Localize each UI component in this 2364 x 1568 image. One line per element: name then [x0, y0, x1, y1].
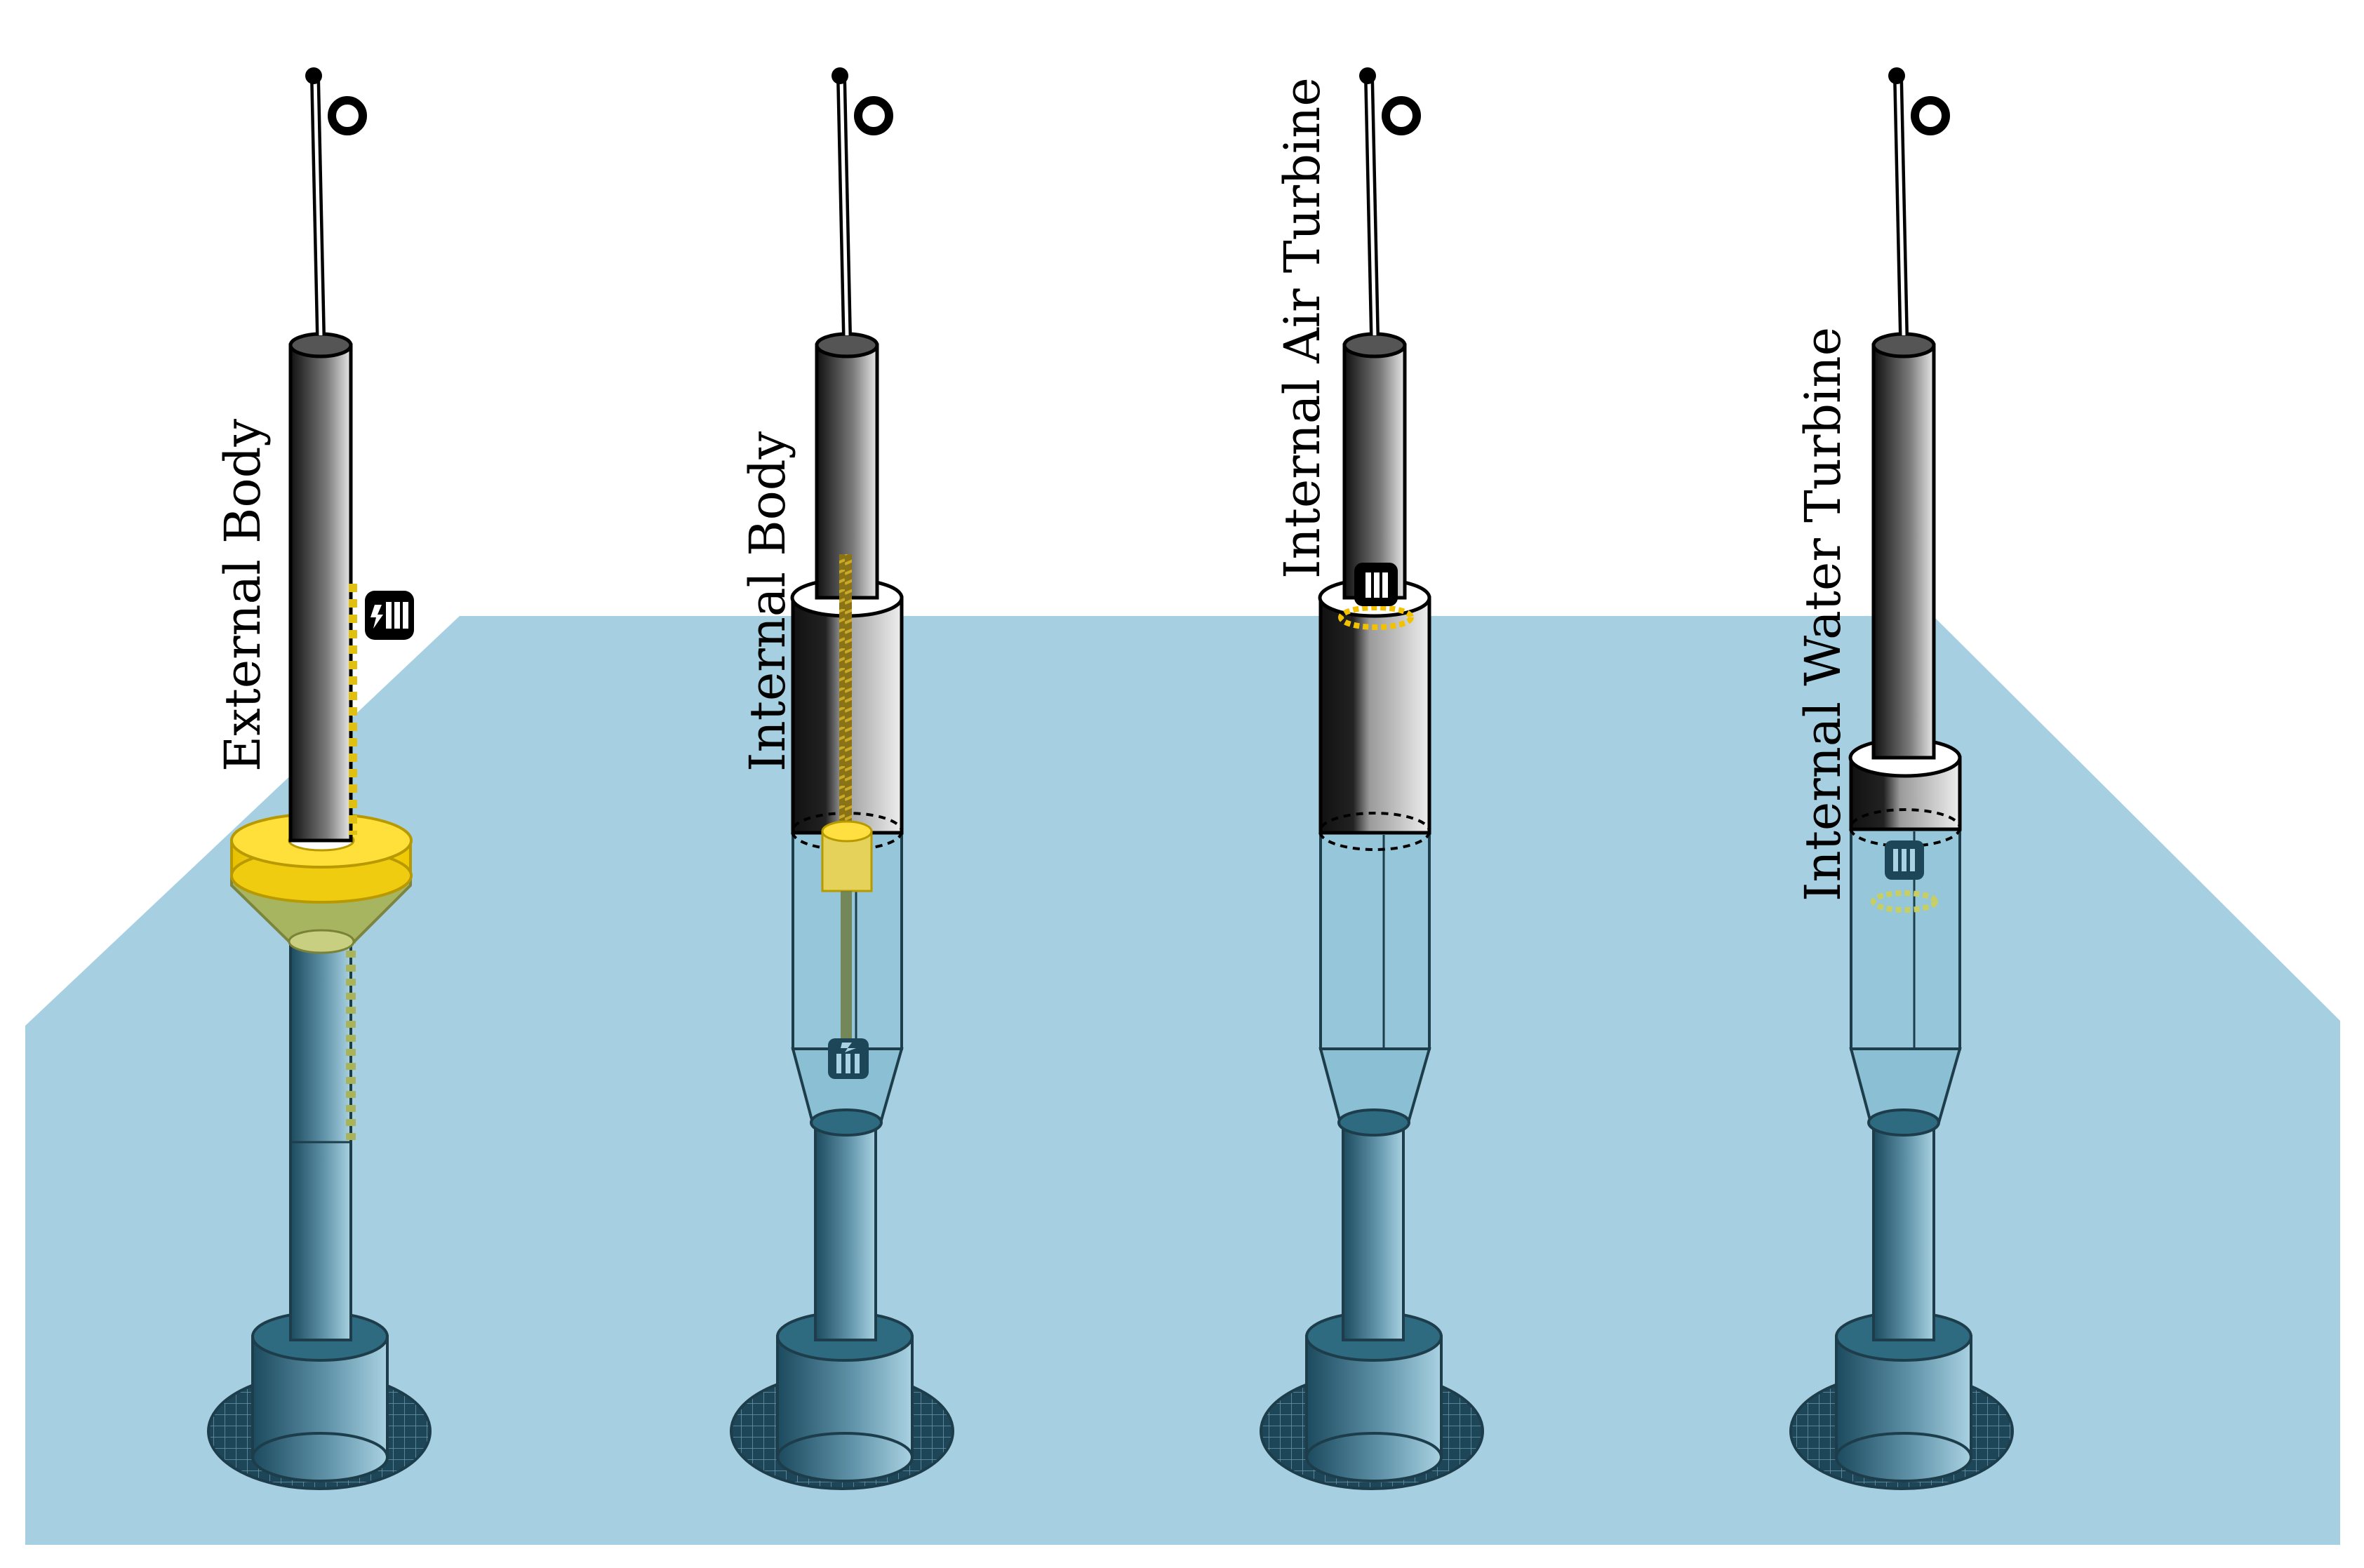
- device-internal-water-turbine: Internal Water Turbine: [1789, 67, 2014, 1490]
- beacon-light-icon: [1911, 96, 1950, 135]
- label-external-body: External Body: [214, 419, 272, 772]
- mast-column: [1342, 343, 1407, 600]
- device-internal-air-turbine: Internal Air Turbine: [1260, 67, 1484, 1490]
- generator-icon: [365, 591, 414, 640]
- spar-column: [1342, 1125, 1405, 1341]
- antenna-tip-icon: [1359, 67, 1376, 84]
- generator-icon: [1354, 563, 1398, 606]
- mast-column: [288, 343, 353, 843]
- device-external-body: External Body: [207, 67, 432, 1490]
- antenna-tip-icon: [1888, 67, 1905, 84]
- spar-column: [289, 939, 352, 1341]
- outer-sleeve: [1318, 596, 1431, 835]
- chamber-cylinder: [1319, 830, 1431, 1050]
- generator-icon: [828, 1038, 869, 1079]
- beacon-light-icon: [854, 96, 893, 135]
- water-surface: [25, 616, 2340, 1545]
- beacon-light-icon: [328, 96, 367, 135]
- device-internal-body: Internal Body: [730, 67, 954, 1490]
- mast-column: [1871, 343, 1936, 760]
- label-internal-body: Internal Body: [739, 431, 796, 772]
- antenna-tip-icon: [832, 67, 848, 84]
- beacon-light-icon: [1382, 96, 1421, 135]
- generator-icon: [1885, 840, 1924, 880]
- label-internal-water-turbine: Internal Water Turbine: [1794, 327, 1852, 902]
- rope-lower: [841, 891, 852, 1042]
- spar-column: [1872, 1125, 1935, 1341]
- spar-column: [814, 1125, 877, 1341]
- rope-upper: [839, 554, 852, 831]
- water-turbine-icon: [1871, 890, 1938, 913]
- label-internal-air-turbine: Internal Air Turbine: [1274, 77, 1331, 579]
- air-turbine-icon: [1338, 605, 1414, 630]
- antenna-tip-icon: [305, 67, 322, 84]
